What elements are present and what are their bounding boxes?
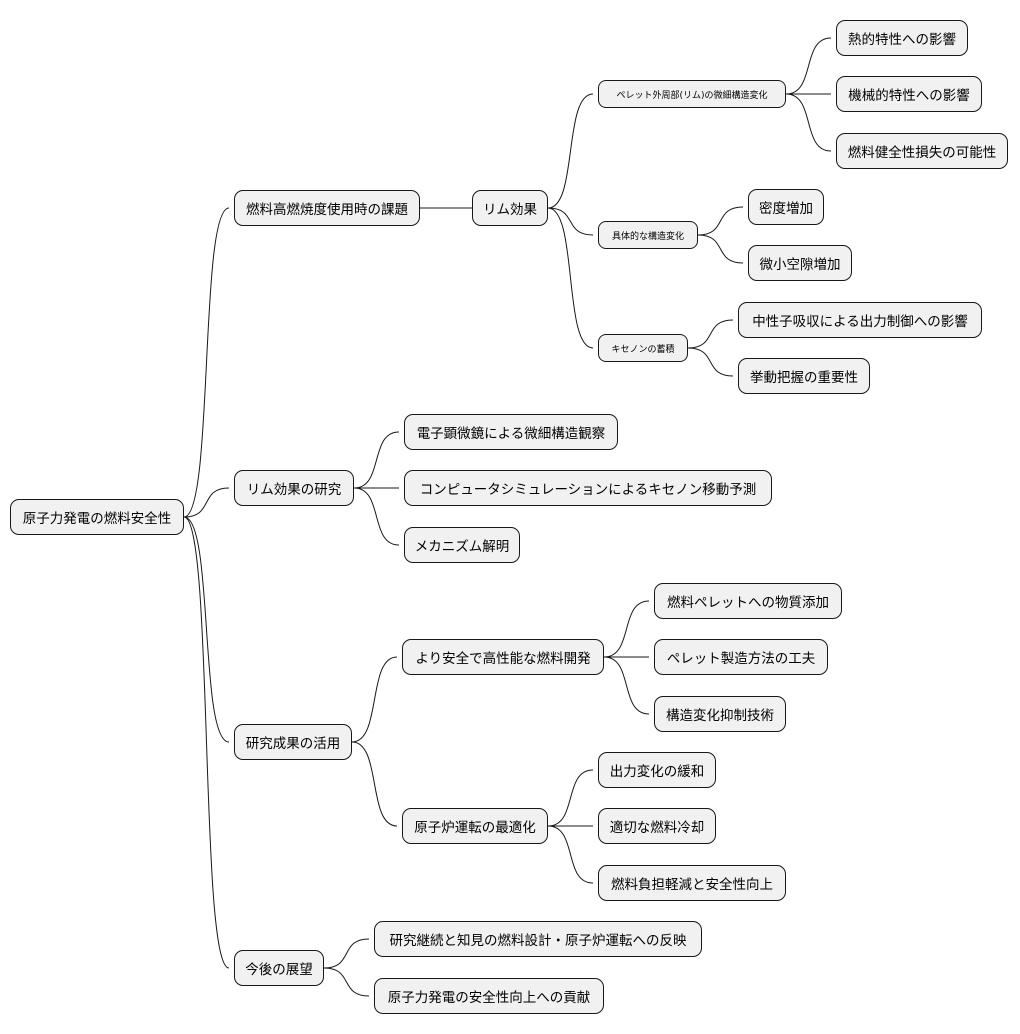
node-thermal-property-impact: 熱的特性への影響 <box>836 20 968 56</box>
node-power-change-mitigation: 出力変化の緩和 <box>598 752 716 788</box>
connector-rim-effect-to-structural-change <box>547 207 594 236</box>
connector-application-to-reactor-opt <box>351 741 398 827</box>
node-neutron-absorption-power-control: 中性子吸収による出力制御への影響 <box>738 302 982 338</box>
node-mechanical-property-impact: 機械的特性への影響 <box>836 76 982 112</box>
node-density-increase: 密度増加 <box>748 189 824 225</box>
node-pellet-additive: 燃料ペレットへの物質添加 <box>654 583 842 619</box>
node-fuel-high-burnup-challenges: 燃料高燃焼度使用時の課題 <box>234 190 420 226</box>
node-nuclear-safety-contribution: 原子力発電の安全性向上への貢献 <box>374 978 604 1014</box>
connector-outlook-to-contribution <box>323 967 370 997</box>
connector-rim-research-to-mechanism <box>353 487 400 546</box>
node-behavior-understanding-importance: 挙動把握の重要性 <box>738 358 870 394</box>
connector-structural-change-to-voids <box>697 234 744 264</box>
connector-xenon-to-neutron <box>687 319 734 349</box>
connector-application-to-fuel-dev <box>351 656 398 743</box>
node-rim-effect: リム効果 <box>472 190 548 226</box>
node-micro-void-increase: 微小空隙増加 <box>748 245 852 281</box>
connector-microstructure-to-thermal <box>785 37 832 95</box>
connector-outlook-to-continuation <box>323 938 370 969</box>
node-research-application: 研究成果の活用 <box>234 724 352 760</box>
connector-rim-effect-to-microstructure <box>547 93 594 209</box>
node-reactor-operation-optimization: 原子炉運転の最適化 <box>402 808 548 844</box>
connector-fuel-dev-to-suppression <box>603 656 650 715</box>
node-rim-effect-research: リム効果の研究 <box>234 470 354 506</box>
node-computer-simulation-xenon: コンピュータシミュレーションによるキセノン移動予測 <box>404 470 772 506</box>
node-fuel-burden-reduction-safety: 燃料負担軽減と安全性向上 <box>598 865 786 901</box>
root-node: 原子力発電の燃料安全性 <box>10 499 184 535</box>
connector-root-to-outlook <box>183 516 230 969</box>
node-structural-change-suppression: 構造変化抑制技術 <box>654 696 786 732</box>
connector-root-to-application <box>183 516 230 743</box>
node-future-outlook: 今後の展望 <box>234 950 324 986</box>
connector-root-to-rim-research <box>183 487 230 518</box>
node-pellet-manufacturing-method: ペレット製造方法の工夫 <box>654 639 828 675</box>
node-pellet-rim-microstructure-change: ペレット外周部(リム)の微細構造変化 <box>598 80 786 108</box>
node-research-continuation-reflection: 研究継続と知見の燃料設計・原子炉運転への反映 <box>374 921 702 957</box>
connector-root-to-challenges <box>183 207 230 518</box>
connector-structural-change-to-density <box>697 206 744 236</box>
node-safer-fuel-development: より安全で高性能な燃料開発 <box>402 639 604 675</box>
connector-fuel-dev-to-additive <box>603 600 650 658</box>
node-mechanism-elucidation: メカニズム解明 <box>404 527 520 563</box>
connector-reactor-opt-to-power <box>547 769 594 827</box>
node-fuel-integrity-loss-possibility: 燃料健全性損失の可能性 <box>836 133 1008 169</box>
connector-rim-research-to-microscope <box>353 431 400 489</box>
connector-xenon-to-behavior <box>687 347 734 377</box>
node-xenon-accumulation: キセノンの蓄積 <box>598 334 688 362</box>
connector-rim-effect-to-xenon <box>547 207 594 349</box>
connector-reactor-opt-to-burden <box>547 825 594 884</box>
node-appropriate-fuel-cooling: 適切な燃料冷却 <box>598 808 716 844</box>
connector-microstructure-to-integrity <box>785 93 832 152</box>
node-specific-structural-change: 具体的な構造変化 <box>598 221 698 249</box>
node-electron-microscope-observation: 電子顕微鏡による微細構造観察 <box>404 414 618 450</box>
